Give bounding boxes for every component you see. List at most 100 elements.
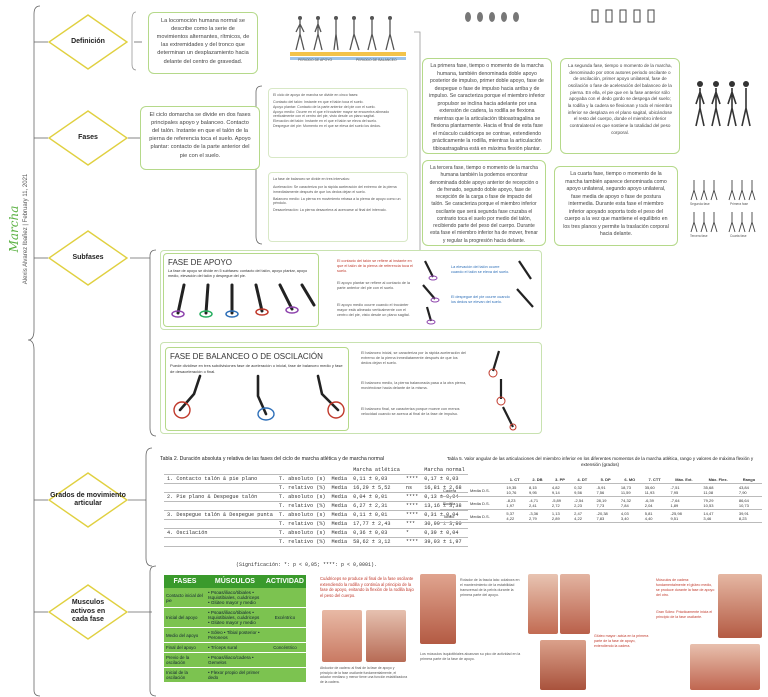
- table5-header-cell: 2. DB: [525, 476, 549, 484]
- table5-header-cell: 5. DP: [593, 476, 618, 484]
- table5-cell: -2,54 2,23: [571, 496, 594, 510]
- table2-cell: 17,77 ± 2,43: [350, 519, 403, 529]
- muscles-table: FASES MÚSCULOS ACTIVIDAD Contacto inicia…: [164, 575, 306, 683]
- table2-cell: T. absoluto (s): [275, 492, 329, 502]
- fases-list-card: El ciclo de apoyo de marcha se divide en…: [268, 88, 408, 158]
- thumb-label-1: Primera fase: [730, 202, 749, 206]
- table2-header-cell: [164, 466, 276, 475]
- muscles-cell: • Tríceps sural: [206, 642, 264, 653]
- thumb-label-2: Segunda fase: [690, 202, 710, 206]
- table2-cell: T. relativo (%): [275, 483, 329, 493]
- table5-cell: 4,82 9,14: [548, 483, 572, 497]
- muscles-cell: • Psoas/iliaco/tibiales • Isquiotibiales…: [206, 588, 264, 608]
- table5-cell: Cadera: [440, 483, 467, 497]
- table2-cell: T. relativo (%): [275, 537, 329, 547]
- phase-box-2-text: La segunda fase, tiempo o momento de la …: [567, 63, 673, 135]
- table5-cell: 86,64 10,73: [735, 496, 762, 510]
- muscle-note-abductor: Abductor de cadera: al final de la fase …: [320, 666, 408, 684]
- table5-cell: Tobillo: [440, 509, 467, 523]
- table2-cell: [164, 519, 276, 529]
- muscles-cell: Previo de la oscilación: [164, 652, 206, 668]
- balanceo-note-3-text: El balanceo final, se caracteriza porque…: [361, 407, 460, 417]
- muscles-cell: • Psoas/iliaco/cadera • Gemelos: [206, 652, 264, 668]
- table2-cell: *: [402, 528, 422, 538]
- table5-header-cell: 1. CT: [503, 476, 526, 484]
- fases-list-item: Despegue del pie: Momento en el que se e…: [273, 124, 381, 129]
- table2-cell: Media: [328, 528, 351, 538]
- table5-cell: 43,84 7,90: [735, 483, 762, 497]
- balanceo-list-item: Desaceleración: La pierna desacelera al …: [273, 208, 387, 213]
- table2-cell: 0,36 ± 0,03: [350, 528, 403, 538]
- muscles-body: Contacto inicial del pie• Psoas/iliaco/t…: [164, 588, 306, 683]
- table2-cell: ****: [402, 492, 422, 502]
- table2-header-cell: Marcha normal: [421, 466, 468, 475]
- apoyo-note-5: El despegue del pie ocurre cuando los de…: [451, 295, 511, 305]
- muscle-note-gluteo-mayor-text: Glúteo mayor: actúa en la primera parte …: [594, 634, 649, 648]
- fases-list-heading: El ciclo de apoyo de marcha se divide en…: [273, 93, 359, 97]
- gait-cycle-diagram: PERIODO DE APOYO PERIODO DE BALANCEO: [288, 12, 408, 66]
- definition-text: La locomoción humana normal se describe …: [156, 18, 250, 65]
- fases-text: El ciclo domarcha se divide en dos fases…: [149, 112, 251, 159]
- table2-cell: ****: [402, 510, 422, 520]
- table2-cell: [164, 501, 276, 511]
- table5-cell: 28,19 7,73: [593, 496, 618, 510]
- table5-cell: -20,38 7,83: [593, 509, 618, 523]
- muscle-note-cuadriceps: Cuádriceps se produce al final de la fas…: [320, 576, 416, 599]
- balanceo-list-item: Aceleración: Se caracteriza por la rápid…: [273, 184, 397, 194]
- table5-cell: 8,15 9,95: [525, 483, 549, 497]
- table2-cell: 2. Pie plano & Despegue talón: [164, 492, 276, 502]
- table2-cell: T. absoluto (s): [275, 474, 329, 484]
- node-definicion: Definición: [48, 14, 128, 70]
- table2-cell: Media: [328, 501, 351, 511]
- table5-header-cell: 6. MO: [617, 476, 642, 484]
- phase-box-3-text: La tercera fase, tiempo o momento de la …: [429, 165, 539, 244]
- table2-cell: 0,11 ± 0,03: [350, 474, 403, 484]
- muscles-header-row: FASES MÚSCULOS ACTIVIDAD: [164, 575, 306, 588]
- table5-cell: -5,89 2,72: [548, 496, 572, 510]
- table5-cell: 35,68 11,08: [700, 483, 736, 497]
- table2: Marcha atlética Marcha normal 1. Contact…: [164, 466, 468, 547]
- node-subfases-label: Subfases: [72, 253, 104, 261]
- table5-header-cell: 4. DT: [571, 476, 594, 484]
- balanceo-list-card: La fase de balanceo se divide en tres in…: [268, 172, 408, 242]
- muscles-cell: Inicial del apoyo: [164, 607, 206, 628]
- table5-header-cell: 3. PP: [548, 476, 572, 484]
- table2-cell: 30,99 ± 3,80: [421, 519, 468, 529]
- node-grados-label: Grados de movimiento articular: [50, 491, 126, 507]
- apoyo-note-2: El apoyo plantar se refiere al contacto …: [337, 281, 415, 291]
- table5-cell: 39,91 8,23: [735, 509, 762, 523]
- apoyo-note-2-text: El apoyo plantar se refiere al contacto …: [337, 281, 411, 291]
- node-subfases: Subfases: [48, 230, 128, 286]
- balanceo-leg-sequence: [173, 374, 345, 421]
- muscle-note-cuadriceps-text: Cuádriceps se produce al final de la fas…: [320, 576, 414, 599]
- diagram-label-apoyo: PERIODO DE APOYO: [298, 58, 333, 62]
- table2-cell: 39,03 ± 1,97: [421, 537, 468, 547]
- fases-list-item: Apoyo medio: Ocurre en el que el trocánt…: [273, 109, 390, 119]
- leg-muscle-image-4: [528, 574, 558, 634]
- table5-cell: -7,64 1,89: [667, 496, 701, 510]
- fases-box: El ciclo domarcha se divide en dos fases…: [140, 106, 260, 170]
- table5-cell: 74,32 7,84: [617, 496, 642, 510]
- muscles-header-cell: FASES: [164, 575, 206, 588]
- table5-cell: -7,51 7,95: [667, 483, 701, 497]
- table5-cell: Rodilla: [440, 496, 467, 510]
- balanceo-list-heading: La fase de balanceo se divide en tres in…: [273, 177, 350, 181]
- table2-header-row: Marcha atlética Marcha normal: [164, 466, 468, 475]
- muscles-cell: • Sóleo • Tibial posterior • Peroneos: [206, 627, 264, 643]
- apoyo-foot-icons-2: [516, 260, 534, 308]
- table5-cell: 5,81 4,40: [641, 509, 668, 523]
- apoyo-note-4: La elevación del talón ocurre cuando el …: [451, 265, 511, 275]
- table2-cell: 3. Despegue talón & Despegue punta: [164, 510, 276, 520]
- apoyo-foot-icons: [422, 260, 440, 325]
- table2-cell: 1. Contacto talón & pie plano: [164, 474, 276, 484]
- table2-header-cell: [275, 466, 329, 475]
- leg-muscle-image-1: [322, 610, 362, 662]
- muscle-note-isquio-text: Los músculos isquiotibiales alcanzan su …: [420, 652, 521, 661]
- balanceo-inner: FASE DE BALANCEO O DE OSCILACIÓN Puede d…: [165, 347, 349, 431]
- phase-thumbnails-figures: [690, 180, 756, 233]
